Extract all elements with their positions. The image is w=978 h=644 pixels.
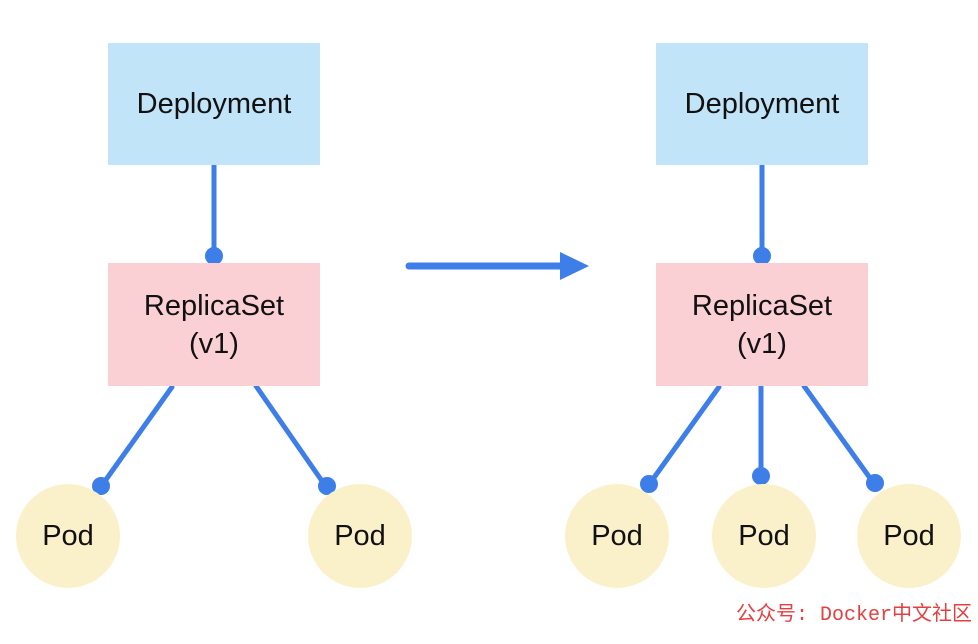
right-deployment-label: Deployment	[684, 88, 840, 120]
right-replicaset-to-pod3-line	[801, 383, 873, 481]
left-replicaset-box: ReplicaSet (v1)	[108, 263, 320, 386]
right-replicaset-to-pod1-line	[650, 384, 722, 482]
left-pod-label-2: Pod	[334, 519, 386, 552]
right-pod-circle-3: Pod	[857, 484, 961, 588]
right-replicaset-box: ReplicaSet (v1)	[656, 263, 868, 386]
left-replicaset-label-line2: (v1)	[189, 327, 239, 360]
left-deployment-box: Deployment	[108, 43, 320, 165]
transition-arrow-head	[560, 252, 589, 280]
right-pod-label-3: Pod	[883, 519, 935, 552]
right-connector-dot-pod3	[866, 474, 884, 492]
right-pod-label-1: Pod	[591, 519, 643, 552]
right-connector-dot-pod2	[752, 467, 770, 485]
right-pod-circle-2: Pod	[712, 484, 816, 588]
left-replicaset-to-pod1-line	[102, 384, 175, 484]
right-pod-label-2: Pod	[738, 519, 790, 552]
transition-arrow	[405, 252, 589, 280]
left-replicaset-label-line1: ReplicaSet	[143, 289, 285, 322]
left-pod-label-1: Pod	[42, 519, 94, 552]
left-pod-circle-2: Pod	[308, 484, 412, 588]
watermark-text: 公众号: Docker中文社区	[736, 604, 973, 627]
right-replicaset-label-line1: ReplicaSet	[691, 289, 833, 322]
left-pod-circle-1: Pod	[16, 484, 120, 588]
right-replicaset-label-line2: (v1)	[737, 327, 787, 360]
right-deployment-box: Deployment	[656, 43, 868, 165]
left-replicaset-to-pod2-line	[253, 383, 325, 484]
right-pod-circle-1: Pod	[565, 484, 669, 588]
left-deployment-label: Deployment	[136, 88, 292, 120]
